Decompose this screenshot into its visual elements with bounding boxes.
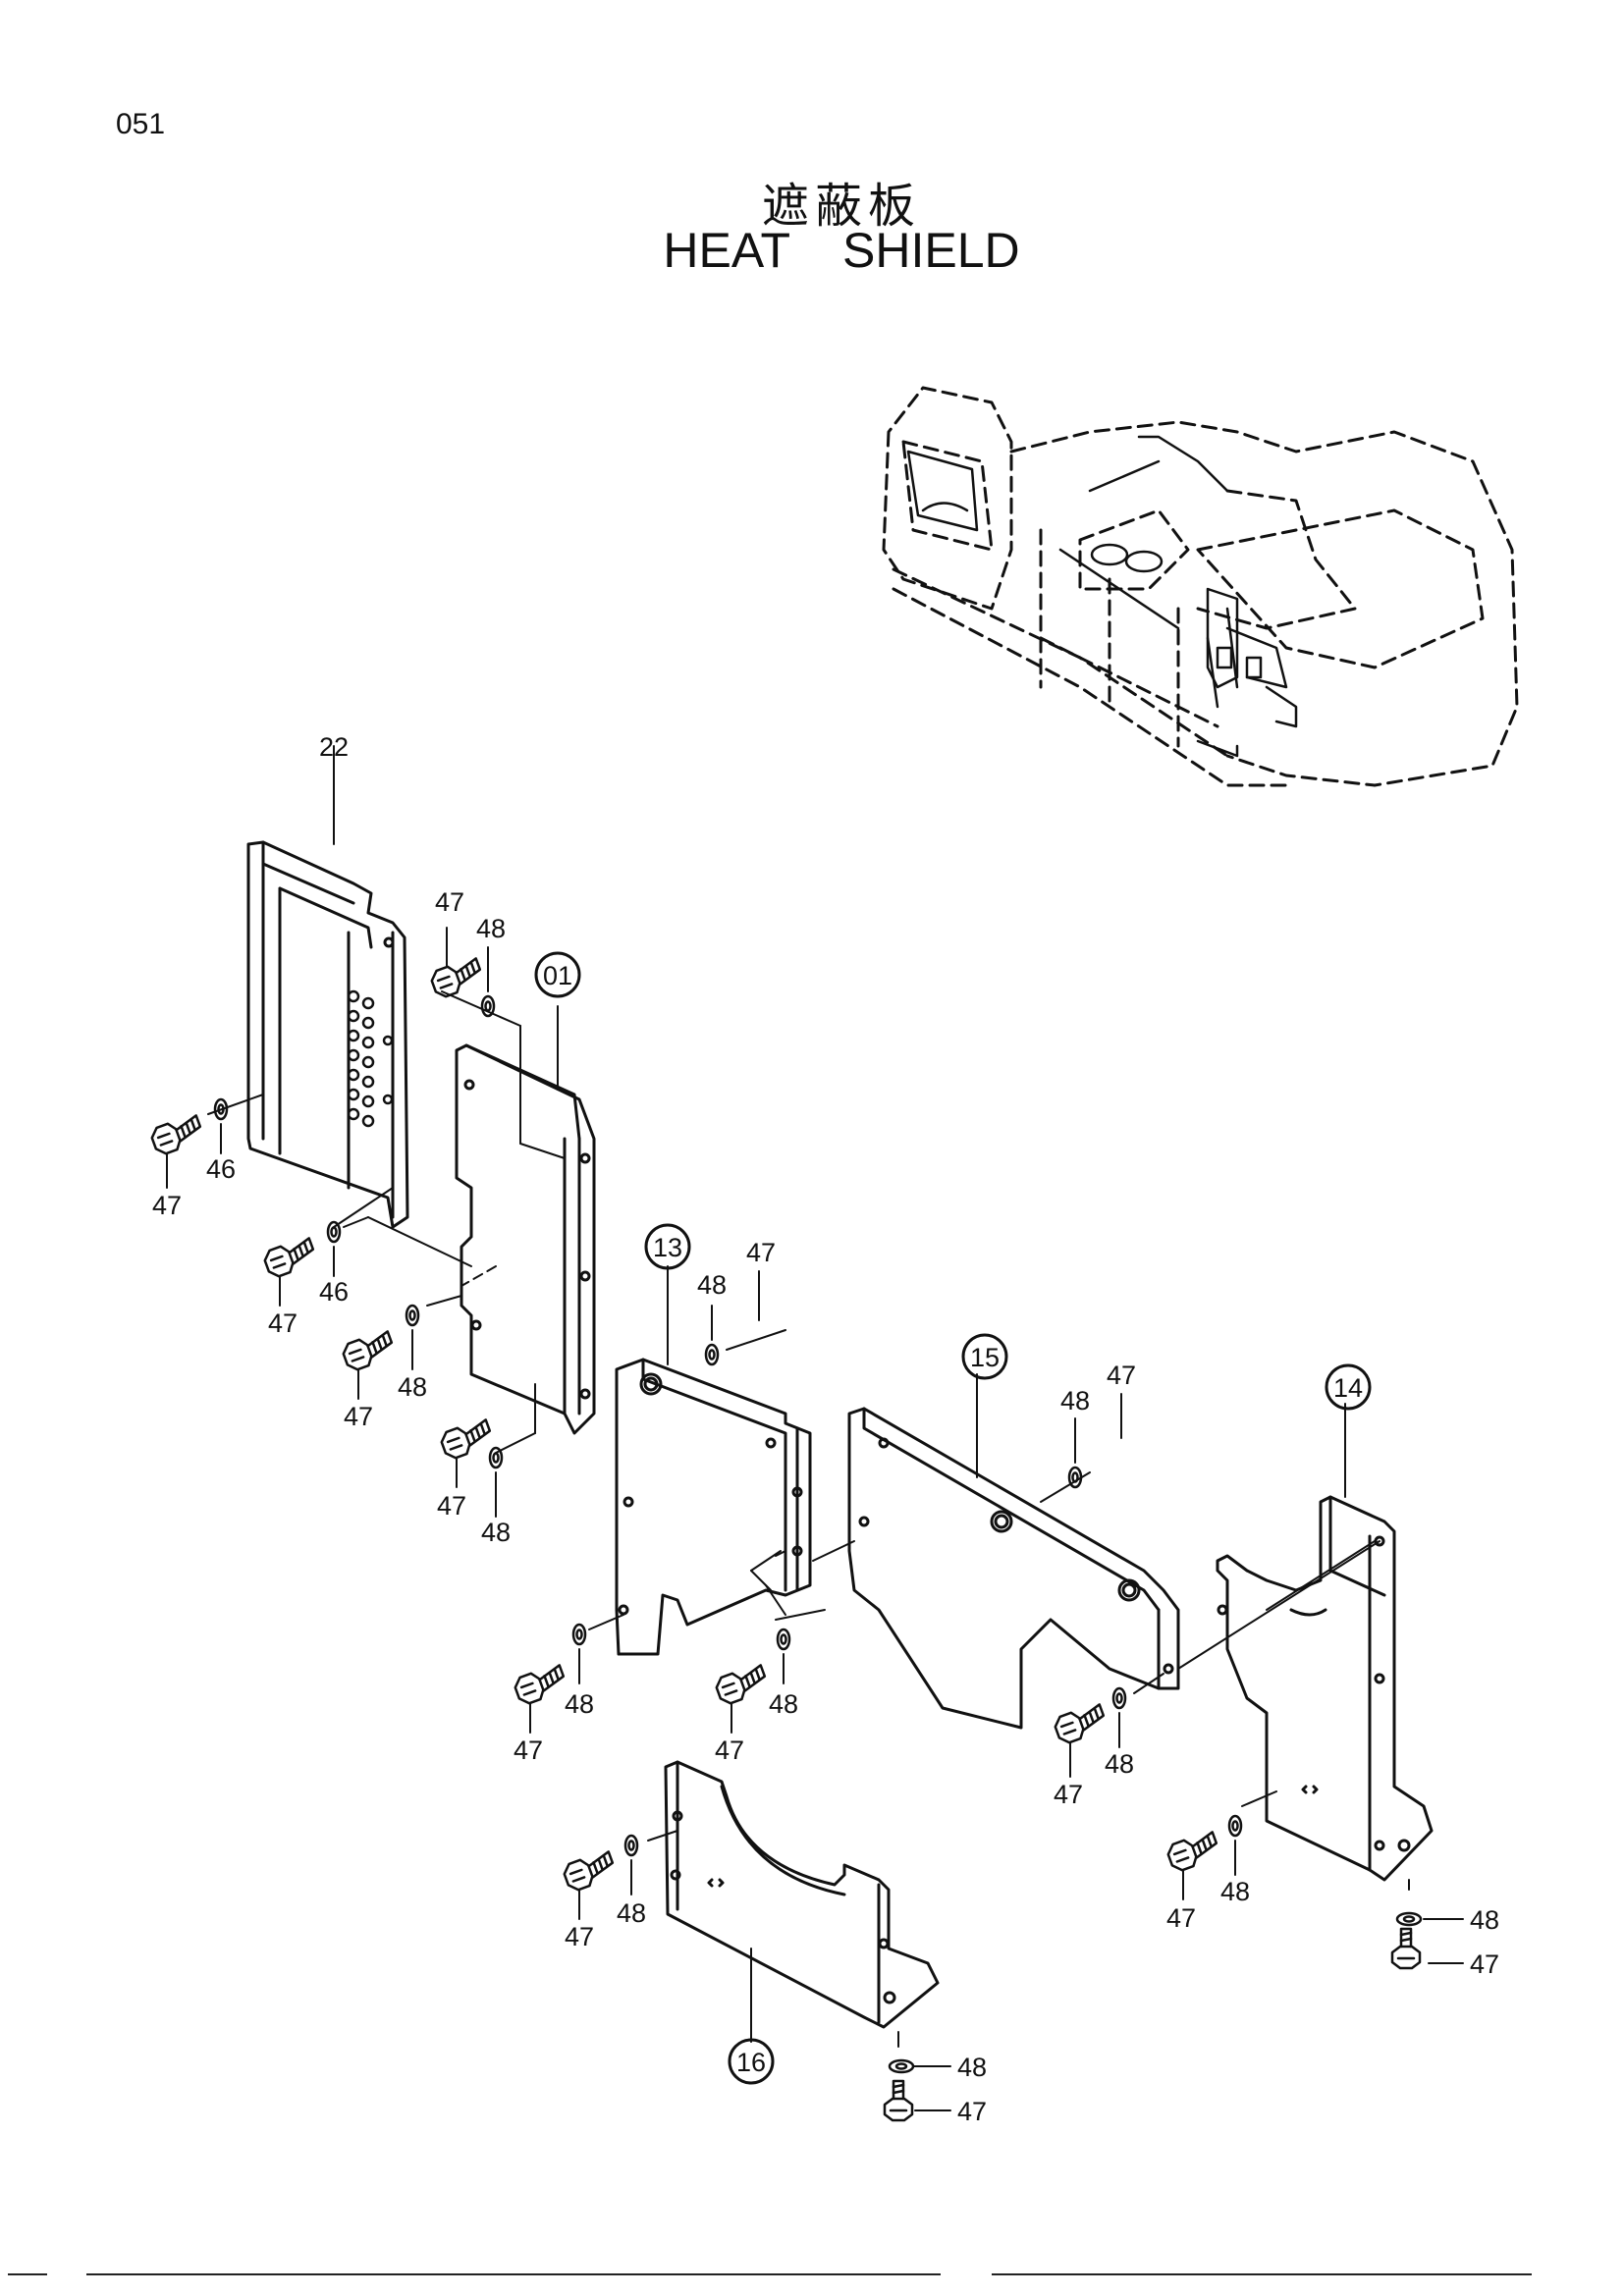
label-48-h: 48 — [1105, 1749, 1134, 1779]
label-48-i: 48 — [1220, 1877, 1250, 1906]
label-47-b: 47 — [268, 1308, 298, 1338]
label-47-a: 47 — [152, 1191, 182, 1220]
label-47-c: 47 — [344, 1402, 373, 1431]
footer-rule-left — [8, 2273, 47, 2275]
part-01-plate — [455, 1043, 596, 1435]
label-15: 15 — [970, 1343, 1000, 1372]
label-47-h: 47 — [746, 1238, 776, 1267]
label-48-c: 48 — [481, 1518, 511, 1547]
part-13-plate — [615, 1358, 812, 1656]
footer-rule-right — [992, 2273, 1532, 2275]
label-48-l: 48 — [957, 2053, 987, 2082]
label-47-j: 47 — [1054, 1780, 1083, 1809]
assembly-lines — [207, 990, 1464, 2111]
title-japanese: 遮蔽板 — [761, 179, 921, 234]
label-48-g: 48 — [1060, 1386, 1090, 1415]
label-46-a: 46 — [206, 1154, 236, 1184]
label-47-l: 47 — [565, 1922, 594, 1951]
part-22-holes — [347, 989, 394, 1128]
part-16-bracket — [664, 1760, 940, 2029]
part-labels: 22 01 13 15 14 16 46 47 46 47 48 47 47 4… — [152, 732, 1499, 2126]
hardware-washers — [213, 994, 1423, 2074]
label-48-f: 48 — [697, 1270, 727, 1300]
label-47-n: 47 — [957, 2097, 987, 2126]
footer-rule-center — [86, 2273, 941, 2275]
page-number: 051 — [116, 108, 166, 140]
label-47-i: 47 — [1107, 1361, 1136, 1390]
callout-circles — [534, 951, 1372, 2085]
hardware-bolts — [147, 955, 1422, 2122]
part-15-plate — [847, 1407, 1180, 1730]
label-47-d: 47 — [435, 887, 464, 917]
label-01: 01 — [543, 961, 572, 990]
excavator-solid-details — [906, 435, 1298, 758]
label-48-j: 48 — [617, 1898, 646, 1928]
label-46-b: 46 — [319, 1277, 349, 1307]
hardware-leaders — [166, 927, 1236, 1920]
label-16: 16 — [736, 2048, 766, 2077]
label-47-e: 47 — [437, 1491, 466, 1521]
label-48-k: 48 — [1470, 1905, 1499, 1935]
label-48-b: 48 — [476, 914, 506, 943]
label-47-f: 47 — [514, 1735, 543, 1765]
label-48-a: 48 — [398, 1372, 427, 1402]
label-22: 22 — [319, 732, 349, 762]
label-47-m: 47 — [1470, 1949, 1499, 1979]
part-14-bracket — [1216, 1495, 1434, 1882]
part-22-bracket — [246, 840, 409, 1229]
label-48-e: 48 — [769, 1689, 798, 1719]
label-14: 14 — [1333, 1373, 1363, 1403]
label-13: 13 — [653, 1233, 682, 1262]
label-47-g: 47 — [715, 1735, 744, 1765]
label-48-d: 48 — [565, 1689, 594, 1719]
title-english: HEAT SHIELD — [663, 223, 1020, 278]
label-47-k: 47 — [1166, 1903, 1196, 1933]
excavator-location-sketch — [882, 386, 1519, 787]
